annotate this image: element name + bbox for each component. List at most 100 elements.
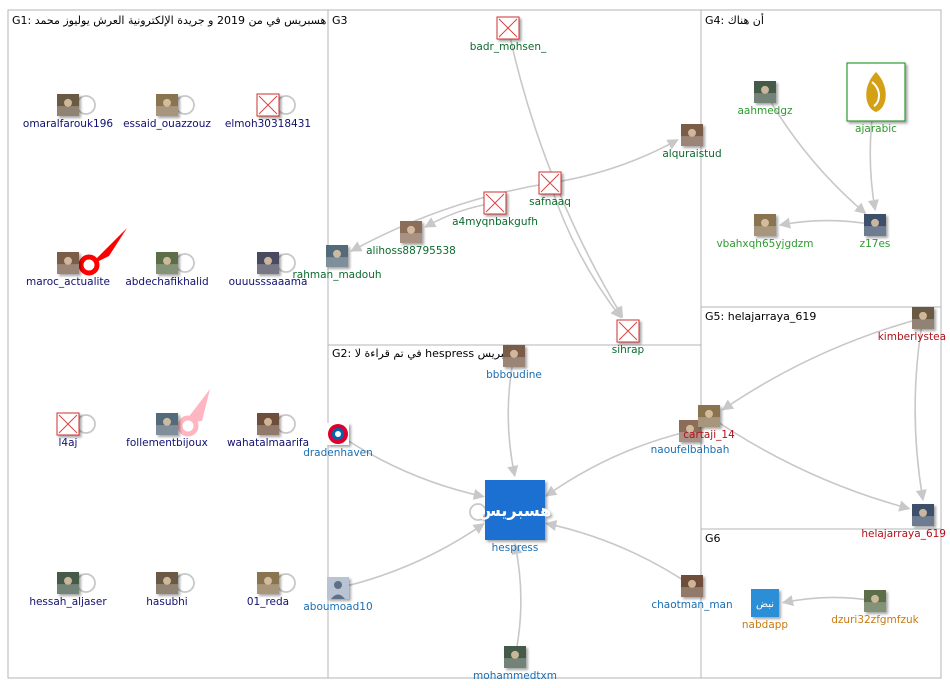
node-rahman_madouh[interactable]: rahman_madouh: [292, 245, 382, 281]
group-title-g5: G5: helajarraya_619: [705, 310, 816, 323]
node-elmoh30318431[interactable]: elmoh30318431: [225, 93, 311, 130]
missing-image-icon: [483, 191, 507, 215]
node-bbboudine[interactable]: bbboudine: [486, 345, 542, 381]
node-mohammedtxm[interactable]: mohammedtxm: [473, 646, 557, 682]
node-omaralfarouk196[interactable]: omaralfarouk196: [23, 94, 113, 130]
node-label: dradenhaven: [303, 447, 373, 459]
node-alihoss88795538[interactable]: alihoss88795538: [366, 221, 456, 257]
node-follementbijoux[interactable]: follementbijoux: [126, 389, 210, 449]
default-avatar-icon: [327, 577, 349, 599]
node-safnaaq[interactable]: safnaaq: [529, 171, 571, 208]
node-aboumoad10[interactable]: aboumoad10: [303, 577, 373, 613]
group-frame-g6: [700, 528, 942, 679]
node-l4aj[interactable]: l4aj: [56, 412, 96, 449]
nodes-layer: omaralfarouk196 essaid_ouazzouz elmoh30318…: [23, 16, 946, 682]
node-a4myqnbakgufh[interactable]: a4myqnbakgufh: [452, 191, 538, 228]
node-label: nabdapp: [742, 619, 789, 631]
avatar-photo-icon: [504, 646, 526, 668]
node-hasubhi[interactable]: hasubhi: [146, 572, 195, 608]
node-naoufelbahbah[interactable]: naoufelbahbah: [651, 420, 730, 456]
node-label: ajarabic: [855, 123, 897, 135]
node-hespress[interactable]: هسبريس hespress: [469, 480, 551, 554]
avatar-photo-icon: [156, 413, 178, 435]
avatar-photo-icon: [912, 504, 934, 526]
node-label: chaotman_man: [651, 599, 732, 611]
avatar-photo-icon: [57, 94, 79, 116]
node-sihrap[interactable]: sihrap: [612, 319, 645, 356]
avatar-photo-icon: [864, 214, 886, 236]
node-label: follementbijoux: [126, 437, 208, 449]
node-label: badr_mohsen_: [470, 41, 547, 53]
node-label: omaralfarouk196: [23, 118, 113, 130]
group-title-g4: G4: أن هناك: [705, 13, 764, 27]
missing-image-icon: [56, 412, 80, 436]
node-wahatalmaarifa[interactable]: wahatalmaarifa: [227, 413, 309, 449]
edge-safnaaq-to-alquraistud: [549, 139, 679, 184]
edge-naoufelbahbah-to-hespress: [545, 430, 691, 497]
svg-text:هسبريس: هسبريس: [479, 501, 551, 520]
node-ouuusssaaama[interactable]: ouuusssaaama: [229, 252, 308, 288]
node-label: safnaaq: [529, 196, 571, 208]
edge-kimberlystea-to-cartaji_14: [721, 317, 924, 411]
avatar-photo-icon: [156, 572, 178, 594]
node-label: hasubhi: [146, 596, 187, 608]
node-label: hespress: [492, 542, 539, 554]
edge-kimberlystea-to-helajarraya_619: [914, 317, 927, 502]
node-label: maroc_actualite: [26, 276, 110, 288]
node-label: naoufelbahbah: [651, 444, 730, 456]
node-label: z17es: [860, 238, 891, 250]
node-label: aboumoad10: [303, 601, 372, 613]
node-abdechafikhalid[interactable]: abdechafikhalid: [125, 252, 209, 288]
node-label: elmoh30318431: [225, 118, 311, 130]
node-label: 01_reda: [247, 596, 289, 608]
node-cartaji_14[interactable]: cartaji_14: [683, 405, 735, 441]
avatar-photo-icon: [257, 572, 279, 594]
node-label: vbahxqh65yjgdzm: [716, 238, 813, 250]
node-label: l4aj: [59, 437, 78, 449]
node-label: rahman_madouh: [292, 269, 381, 281]
group-frame-g1: [7, 9, 329, 679]
node-label: kimberlystea: [878, 331, 946, 343]
avatar-photo-icon: [400, 221, 422, 243]
group-title-g1: G1: هسبريس في من 2019 و جريدة الإلكتروني…: [12, 14, 326, 27]
avatar-photo-icon: [156, 94, 178, 116]
node-z17es[interactable]: z17es: [860, 214, 891, 250]
node-dzuri32zfgmfzuk[interactable]: dzuri32zfgmfzuk: [831, 590, 920, 626]
highlight-ring: [177, 415, 199, 437]
avatar-photo-icon: [503, 345, 525, 367]
avatar-photo-icon: [681, 575, 703, 597]
node-hessah_aljaser[interactable]: hessah_aljaser: [29, 572, 107, 608]
node-badr_mohsen_[interactable]: badr_mohsen_: [470, 16, 547, 53]
node-ajarabic[interactable]: ajarabic: [846, 62, 906, 135]
node-vbahxqh65yjgdzm[interactable]: vbahxqh65yjgdzm: [716, 214, 814, 250]
missing-image-icon: [496, 16, 520, 40]
edge-safnaaq-to-rahman_madouh: [350, 182, 551, 252]
missing-image-icon: [538, 171, 562, 195]
edge-aboumoad10-to-hespress: [337, 523, 485, 589]
node-label: ouuusssaaama: [229, 276, 308, 288]
node-01_reda[interactable]: 01_reda: [247, 572, 296, 608]
avatar-photo-icon: [57, 572, 79, 594]
node-kimberlystea[interactable]: kimberlystea: [878, 307, 946, 343]
node-helajarraya_619[interactable]: helajarraya_619: [861, 504, 946, 540]
group-title-g6: G6: [705, 532, 721, 545]
avatar-photo-icon: [257, 252, 279, 274]
avatar-photo-icon: [679, 420, 701, 442]
node-aahmedgz[interactable]: aahmedgz: [737, 81, 793, 117]
edge-cartaji_14-to-helajarraya_619: [708, 415, 911, 512]
group-title-g3: G3: [332, 14, 348, 27]
missing-image-icon: [256, 93, 280, 117]
node-label: hessah_aljaser: [29, 596, 107, 608]
node-maroc_actualite[interactable]: maroc_actualite: [26, 228, 127, 288]
node-label: essaid_ouazzouz: [123, 118, 211, 130]
node-label: bbboudine: [486, 369, 542, 381]
node-alquraistud[interactable]: alquraistud: [662, 124, 722, 160]
node-essaid_ouazzouz[interactable]: essaid_ouazzouz: [123, 94, 211, 130]
node-label: cartaji_14: [683, 429, 735, 441]
node-dradenhaven[interactable]: dradenhaven: [303, 423, 373, 459]
node-chaotman_man[interactable]: chaotman_man: [651, 575, 733, 611]
avatar-photo-icon: [698, 405, 720, 427]
fc-bayern-logo-icon: [327, 423, 349, 445]
